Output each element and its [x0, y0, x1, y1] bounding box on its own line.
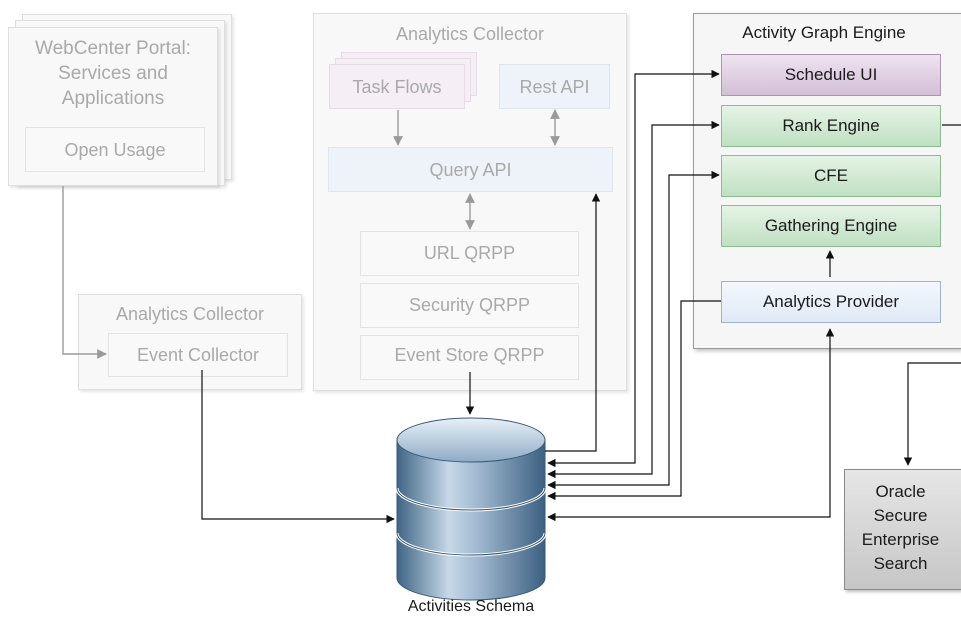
task-flows-label: Task Flows [352, 77, 442, 97]
open-usage-label: Open Usage [64, 140, 166, 160]
provider-to-database-return-connector [547, 328, 835, 522]
rank-engine-box [721, 105, 941, 147]
task-flows-box [329, 64, 465, 109]
event-collector-box [108, 333, 288, 377]
webcenter-to-event-collector-connector [62, 186, 107, 359]
url-qrpp-box [360, 231, 579, 276]
event-collector-label: Event Collector [136, 345, 260, 365]
open-usage-box [25, 127, 205, 172]
collector-center-title: Analytics Collector [395, 24, 545, 44]
database-icon [395, 417, 547, 601]
schedule-ui-label: Schedule UI [784, 65, 878, 84]
analytics-provider-box [721, 281, 941, 323]
cfe-box [721, 155, 941, 197]
event-store-qrpp-label: Event Store QRPP [394, 345, 545, 365]
security-qrpp-label: Security QRPP [408, 295, 531, 315]
security-qrpp-box [360, 283, 579, 328]
database-label: Activities Schema [407, 598, 535, 615]
collector-left-title: Analytics Collector [115, 304, 265, 324]
cfe-label: CFE [814, 166, 848, 185]
database-to-query-api-connector [545, 193, 601, 452]
engine-to-oracle-connector [903, 362, 961, 466]
oracle-ses-label: Oracle Secure Enterprise Search [861, 482, 940, 573]
rank-engine-to-database-connector [547, 120, 720, 479]
rank-engine-label: Rank Engine [782, 116, 880, 135]
schedule-ui-box [721, 54, 941, 96]
cfe-to-database-connector [547, 170, 720, 490]
event-collector-to-database-connector [201, 370, 395, 524]
schedule-ui-to-database-connector [547, 69, 720, 468]
query-api-label: Query API [429, 160, 512, 180]
gathering-engine-box [721, 205, 941, 247]
activity-graph-engine-title: Activity Graph Engine [742, 23, 906, 42]
url-qrpp-label: URL QRPP [423, 243, 516, 263]
analytics-provider-label: Analytics Provider [762, 292, 900, 311]
gathering-engine-label: Gathering Engine [764, 216, 898, 235]
oracle-ses-box [844, 469, 961, 590]
webcenter-title: WebCenter Portal: Services and Applicati… [35, 38, 191, 109]
